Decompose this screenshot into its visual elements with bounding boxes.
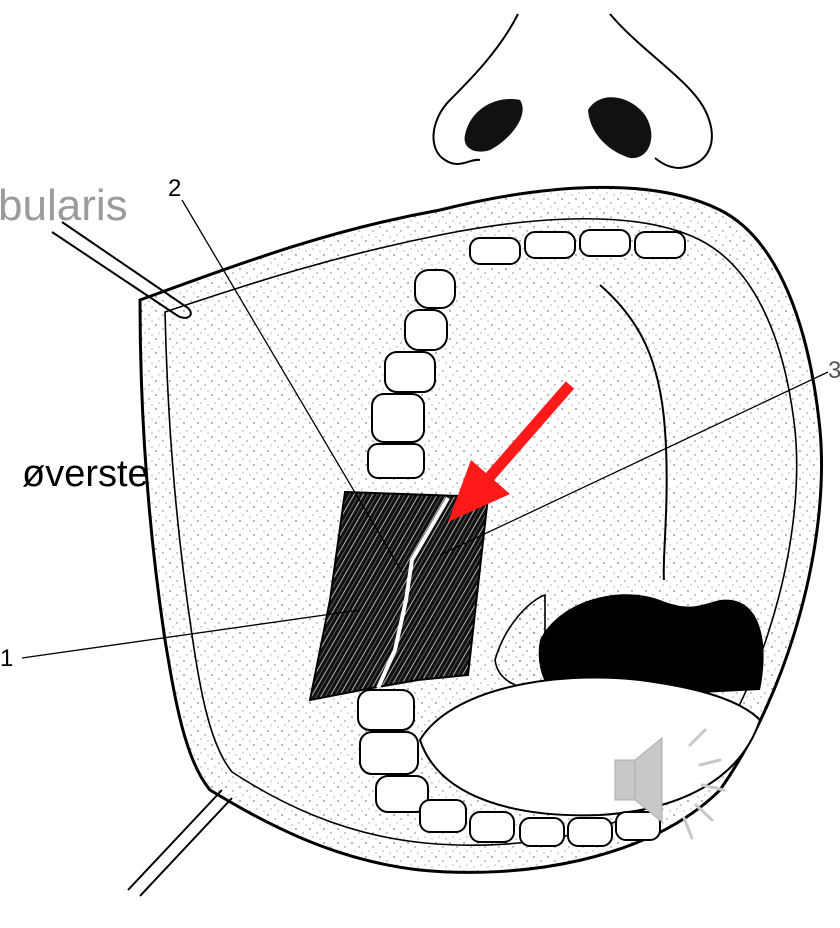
label-overste: øverste bbox=[22, 453, 149, 495]
retractor-bottom bbox=[128, 790, 232, 896]
callout-1: 1 bbox=[0, 645, 13, 672]
right-nostril bbox=[588, 97, 651, 158]
callout-3: 3 bbox=[828, 357, 840, 384]
label-bularis: bularis bbox=[0, 181, 128, 230]
left-nostril bbox=[465, 99, 523, 152]
callout-2: 2 bbox=[168, 175, 181, 202]
